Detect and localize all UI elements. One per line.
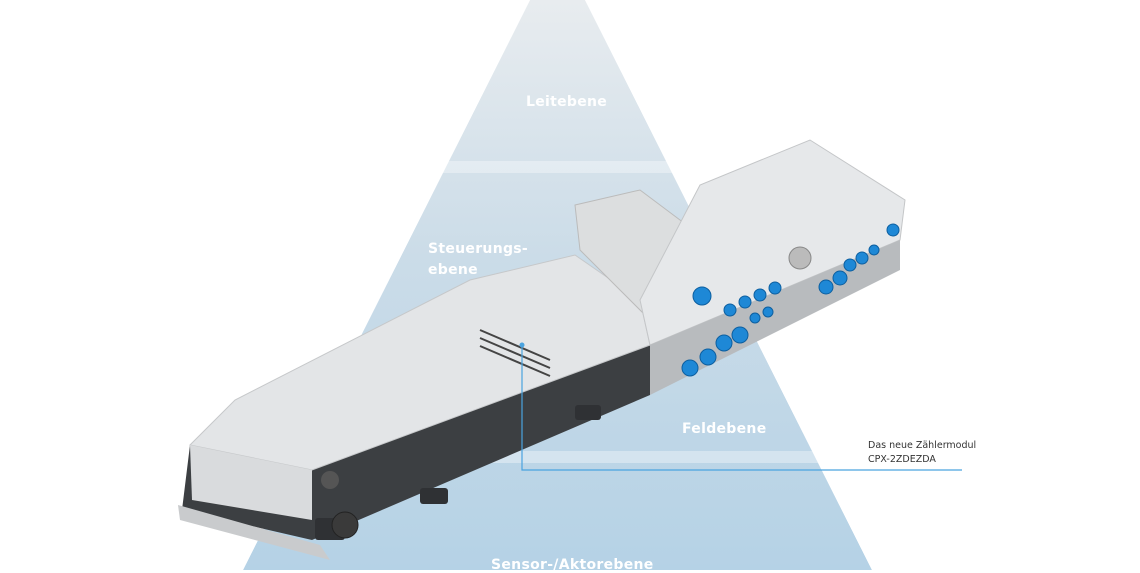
callout-line — [521, 345, 962, 471]
level-steuerungsebene-line1: Steuerungs- — [428, 241, 529, 257]
callout-text: Das neue Zählermodul CPX-2ZDEZDA — [868, 439, 976, 467]
level-feldebene: Feldebene — [682, 421, 767, 437]
device-cpx-terminal — [178, 139, 906, 560]
level-sensor-aktorebene: Sensor-/Aktorebene — [491, 557, 654, 573]
level-steuerungsebene-line2: ebene — [428, 262, 478, 278]
callout-line2: CPX-2ZDEZDA — [868, 454, 936, 465]
level-leitebene: Leitebene — [526, 94, 608, 110]
callout-line1: Das neue Zählermodul — [868, 440, 977, 451]
